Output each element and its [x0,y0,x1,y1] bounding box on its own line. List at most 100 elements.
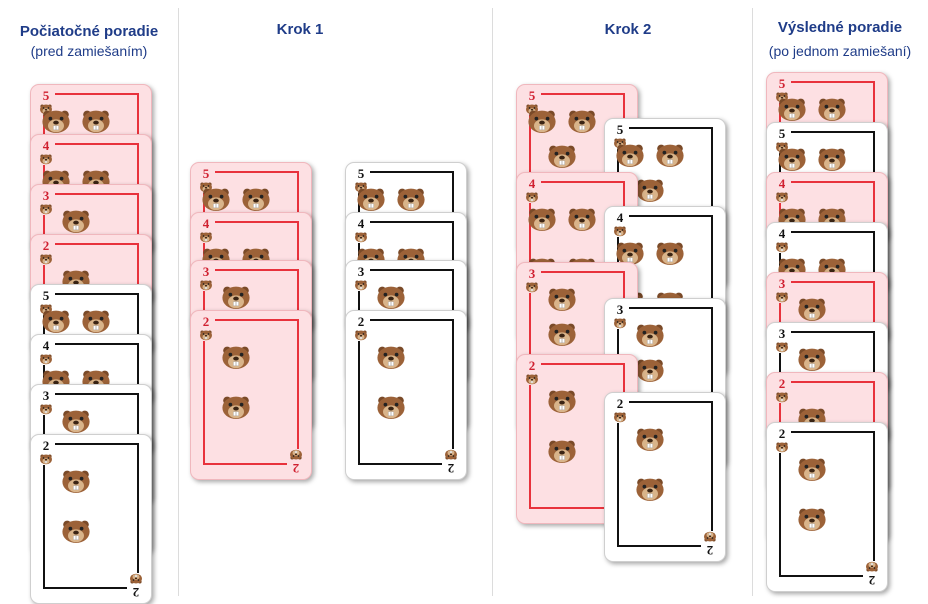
card-rank-label: 3 [773,326,791,353]
card-rank: 5 [43,88,50,103]
beaver-face-icon [39,353,53,365]
final-order-title: Výsledné poradie [752,18,928,38]
beaver-face-icon [634,356,666,384]
card-rank-label-inverted: 2 [127,573,145,600]
column-divider [492,8,493,596]
card-rank: 2 [43,438,50,453]
card-rank: 2 [43,238,50,253]
beaver-face-icon [634,475,666,503]
card-rank-label: 4 [37,138,55,165]
beaver-face-icon [80,307,112,335]
beaver-face-icon [354,329,368,341]
final-order-subtitle: (po jednom zamiešaní) [752,42,928,60]
beaver-face-icon [614,141,646,169]
card-frame [617,401,713,547]
card-rank: 5 [203,166,210,181]
card-frame [779,431,875,577]
beaver-face-icon [199,329,213,341]
beaver-face-icon [525,281,539,293]
card-rank-label: 2 [197,314,215,341]
beaver-face-icon [355,185,387,213]
beaver-face-icon [80,107,112,135]
card-rank: 4 [358,216,365,231]
column-divider [178,8,179,596]
step-1-title: Krok 1 [240,20,360,40]
beaver-face-icon [220,343,252,371]
card-rank: 5 [358,166,365,181]
card-rank: 3 [779,276,786,291]
beaver-face-icon [39,453,53,465]
card-rank-label: 2 [37,238,55,265]
card-rank-label: 3 [352,264,370,291]
card-rank: 3 [779,326,786,341]
card-rank: 3 [529,266,536,281]
card-rank-label: 4 [773,176,791,203]
beaver-face-icon [776,95,808,123]
beaver-face-icon [200,185,232,213]
beaver-face-icon [39,153,53,165]
beaver-face-icon [526,205,558,233]
card-frame [203,319,299,465]
beaver-face-icon [240,185,272,213]
card-rank: 4 [43,138,50,153]
beaver-face-icon [703,531,717,543]
card-rank-label: 2 [352,314,370,341]
card-rank-label: 3 [197,264,215,291]
beaver-face-icon [375,393,407,421]
card-rank-label: 2 [773,426,791,453]
beaver-face-icon [354,279,368,291]
beaver-face-icon [60,517,92,545]
beaver-face-icon [613,411,627,423]
beaver-face-icon [546,320,578,348]
card-rank: 3 [358,264,365,279]
beaver-face-icon [39,253,53,265]
card-rank: 4 [779,176,786,191]
beaver-face-icon [546,437,578,465]
card-rank-label: 4 [611,210,629,237]
beaver-face-icon [775,291,789,303]
card-rank-label: 3 [37,388,55,415]
beaver-face-icon [796,295,828,323]
beaver-face-icon [220,393,252,421]
beaver-face-icon [654,239,686,267]
card-rank: 5 [529,88,536,103]
beaver-face-icon [375,283,407,311]
beaver-face-icon [634,425,666,453]
beaver-face-icon [546,142,578,170]
beaver-face-icon [289,449,303,461]
beaver-face-icon [865,561,879,573]
card-rank: 2 [203,314,210,329]
card-rank: 3 [43,388,50,403]
beaver-face-icon [199,231,213,243]
step-2-title: Krok 2 [568,20,688,40]
card-rank-label: 2 [773,376,791,403]
card-rank: 2 [707,543,714,558]
beaver-face-icon [525,373,539,385]
beaver-face-icon [40,107,72,135]
card-rank-label: 2 [523,358,541,385]
card-rank-label: 2 [611,396,629,423]
card-rank: 5 [617,122,624,137]
beaver-face-icon [60,467,92,495]
card-rank-label: 2 [37,438,55,465]
card-rank-label-inverted: 2 [863,561,881,588]
card-rank: 4 [43,338,50,353]
card-rank: 5 [43,288,50,303]
beaver-face-icon [395,185,427,213]
card-rank-label-inverted: 2 [287,449,305,476]
beaver-face-icon [60,407,92,435]
card-rank: 4 [617,210,624,225]
initial-order-title: Počiatočné poradie [0,22,178,42]
beaver-face-icon [775,441,789,453]
card-rank-label: 3 [773,276,791,303]
card-rank: 5 [779,126,786,141]
card-rank: 5 [779,76,786,91]
beaver-face-icon [613,225,627,237]
card-rank: 3 [43,188,50,203]
card-rank: 2 [617,396,624,411]
card-rank: 3 [617,302,624,317]
beaver-face-icon [775,241,789,253]
beaver-face-icon [634,321,666,349]
